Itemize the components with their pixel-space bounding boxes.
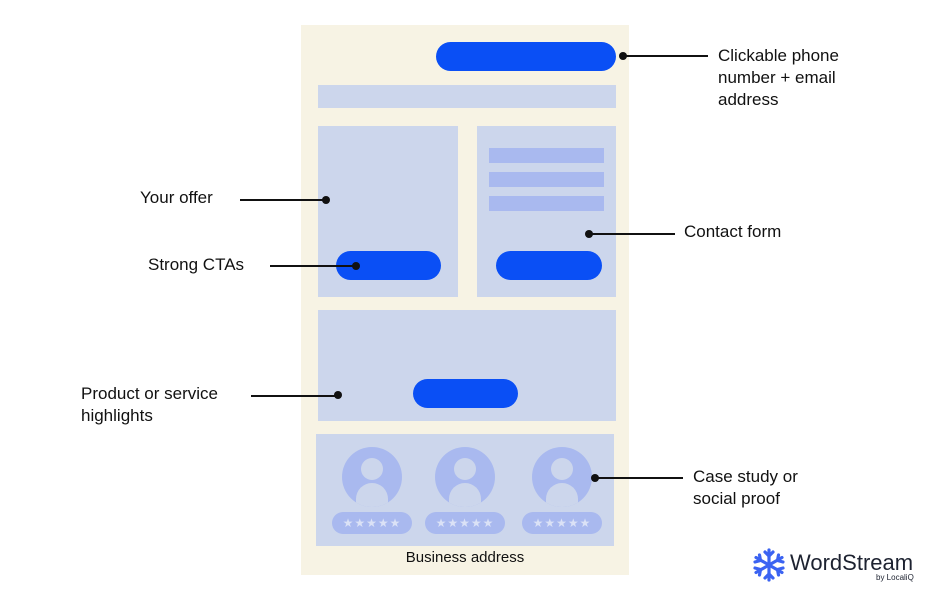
snowflake-icon [752,548,786,582]
form-submit-button [496,251,602,280]
label-your-offer: Your offer [140,188,213,207]
annotation-line [589,233,675,235]
annotation-line [595,477,683,479]
annotation-dot [334,391,342,399]
label-strong-ctas: Strong CTAs [148,255,245,274]
avatar-icon [532,447,592,507]
star-rating: ★★★★★ [522,512,602,534]
annotation-line [623,55,708,57]
highlights-cta-button [413,379,518,408]
annotation-line [270,265,356,267]
star-rating: ★★★★★ [425,512,505,534]
form-field [489,196,604,211]
annotation-dot [352,262,360,270]
avatar-icon [435,447,495,507]
header-contact-button [436,42,616,71]
label-social-proof: Case study or social proof [693,467,798,508]
label-highlights: Product or service highlights [81,384,218,425]
brand-name: WordStream [790,550,914,575]
annotation-line [240,199,326,201]
label-contact-form: Contact form [684,222,782,241]
form-field [489,172,604,187]
avatar-icon [342,447,402,507]
label-phone-email: Clickable phone number + email address [718,46,839,109]
annotation-line [251,395,338,397]
form-field [489,148,604,163]
star-rating: ★★★★★ [332,512,412,534]
brand-byline: by LocaliQ [876,573,914,582]
nav-bar [318,85,616,108]
annotation-dot [322,196,330,204]
business-address: Business address [405,549,525,566]
